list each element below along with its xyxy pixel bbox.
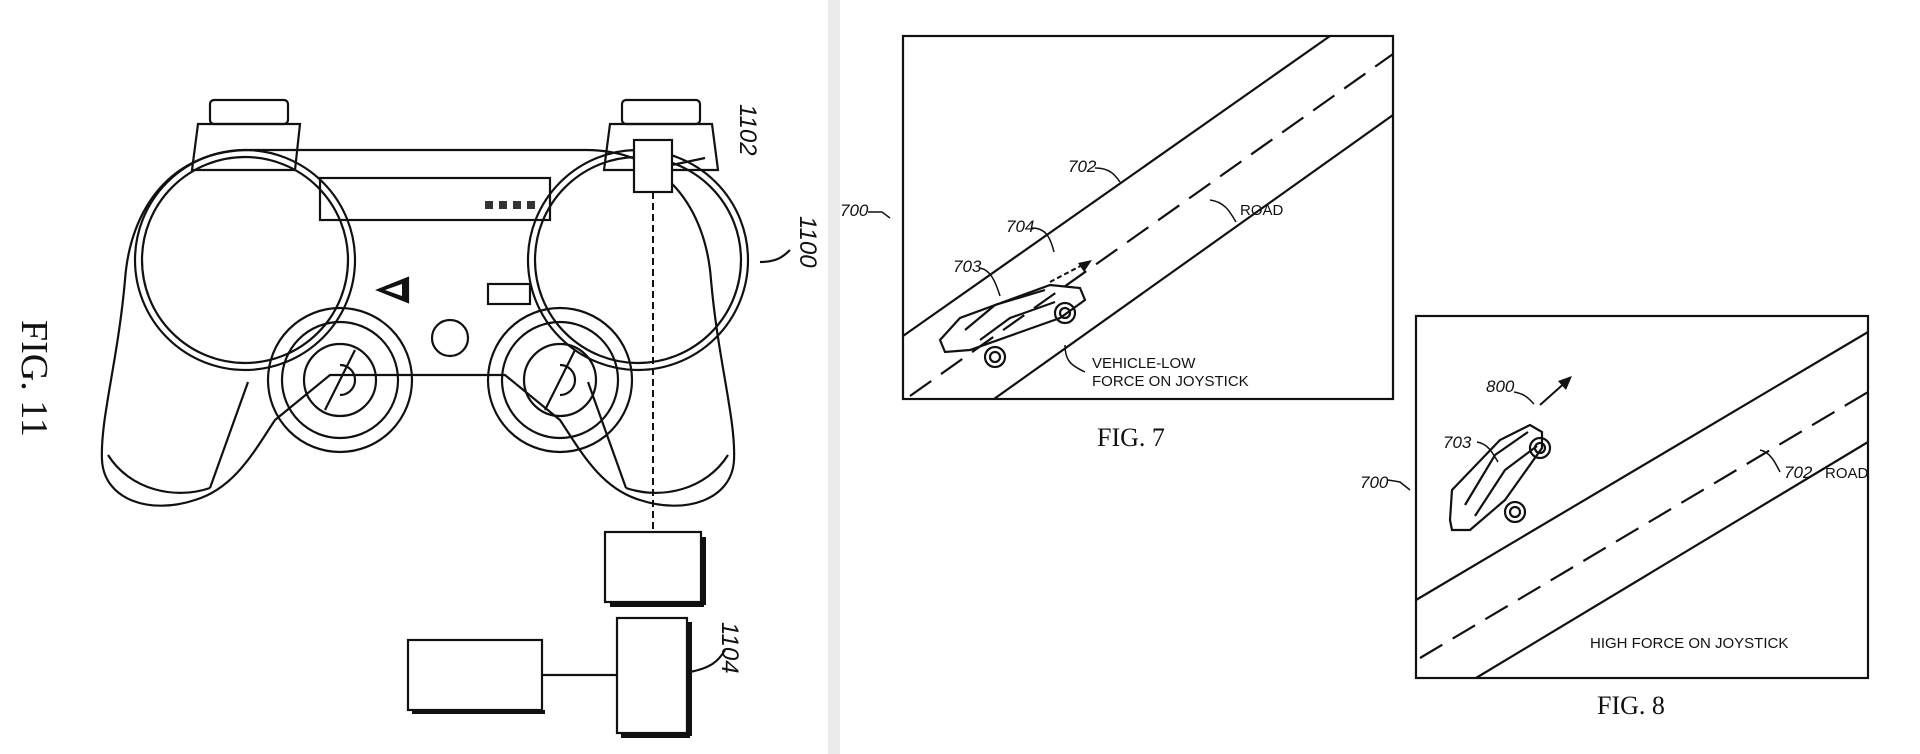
label-1100: 1100 (794, 216, 821, 268)
fig8-vehicle (1448, 423, 1552, 532)
fig8-ref-700: 700 (1360, 473, 1389, 492)
fig7-fig8-drawing: 700 702 704 703 ROAD VEHICLE-LOW FORCE O… (840, 34, 1870, 720)
led-indicators (485, 201, 535, 209)
fig7-ref-703: 703 (953, 257, 982, 276)
fig7-caption: FIG. 7 (1097, 423, 1165, 452)
label-1102: 1102 (734, 104, 761, 156)
controller-top-bar (318, 176, 552, 222)
fig8-caption: FIG. 8 (1597, 691, 1665, 720)
left-shoulder-button (190, 98, 302, 172)
label-1104: 1104 (716, 622, 743, 674)
fig7-display (868, 34, 1395, 401)
peripheral-box (406, 638, 544, 712)
sensor-1102 (632, 138, 674, 194)
fig7-ref-704: 704 (1006, 217, 1034, 236)
fig8-ref-703: 703 (1443, 433, 1472, 452)
fig7-vehicle (938, 283, 1087, 369)
fig8-ref-800: 800 (1486, 377, 1515, 396)
controller-body (100, 148, 736, 507)
fig7-fig8-panel: 700 702 704 703 ROAD VEHICLE-LOW FORCE O… (840, 0, 1920, 754)
fig7-ref-700: 700 (840, 201, 869, 220)
panel-divider (828, 0, 840, 754)
fig8-road-label: ROAD (1825, 465, 1869, 482)
fig8-display (1387, 314, 1870, 680)
right-analog-stick (486, 306, 634, 454)
left-dpad-ring (133, 148, 357, 372)
module-1104 (615, 616, 689, 735)
fig11-caption: FIG. 11 (13, 320, 55, 437)
fig7-ref-702: 702 (1068, 157, 1097, 176)
fig7-vehicle-note-1: VEHICLE-LOW (1092, 355, 1196, 372)
fig7-vehicle-note-2: FORCE ON JOYSTICK (1092, 373, 1249, 390)
fig8-force-note: HIGH FORCE ON JOYSTICK (1590, 635, 1788, 652)
receiver-box (603, 530, 703, 604)
left-analog-stick (266, 306, 414, 454)
fig11-panel: FIG. 11 1102 1100 1104 (0, 0, 828, 754)
square-button (486, 282, 532, 306)
fig11-drawing: FIG. 11 1102 1100 1104 (13, 98, 821, 738)
fig8-ref-702: 702 (1784, 463, 1813, 482)
circle-button (430, 318, 470, 358)
fig7-road-label: ROAD (1240, 202, 1284, 219)
